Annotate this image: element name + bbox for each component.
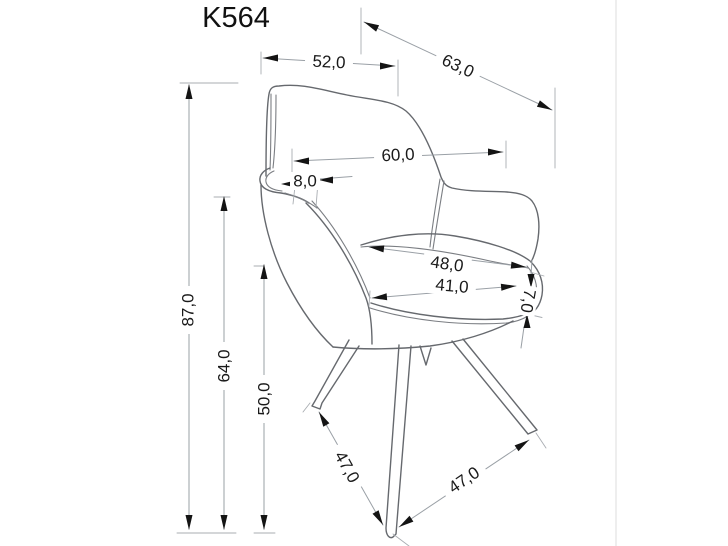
chair-legs (311, 338, 538, 539)
dim-7-tail-top (530, 259, 533, 276)
arrow-60-right (488, 148, 503, 156)
arrow-47-left-bottom (372, 510, 383, 525)
dim-label-60: 60,0 (373, 144, 423, 166)
arrow-48-right (510, 261, 526, 269)
dim-label-47-left: 47,0 (327, 441, 367, 493)
label-bg (179, 286, 197, 334)
arrow-87-top (185, 84, 193, 99)
chair-shell-bottom-rim (332, 320, 514, 350)
dimension-lines (188, 21, 553, 530)
chair-front-left-leg (311, 339, 360, 410)
arrow-7-top (527, 274, 535, 288)
chair-shell-left-edge (260, 184, 334, 348)
chair-left-edge-seam-2 (272, 94, 277, 169)
ext-47-center-foot (392, 533, 410, 546)
label-bg (432, 47, 484, 85)
dim-label-50: 50,0 (255, 375, 274, 423)
arrow-48-left (369, 245, 385, 253)
label-bg (255, 375, 273, 423)
dim-label-64: 64,0 (215, 342, 234, 390)
arrow-41-right (500, 283, 516, 291)
chair-seat-bottom-piping-1 (370, 302, 527, 321)
dim-value-total-height: 87,0 (179, 293, 198, 326)
dim-value-armrest-thickness: 8,0 (293, 172, 317, 191)
dim-label-48: 48,0 (421, 251, 473, 277)
label-bg (439, 459, 489, 501)
dim-label-87: 87,0 (179, 286, 198, 334)
arrow-63-right (536, 100, 552, 110)
arrow-8-right (319, 176, 333, 184)
arrow-47-left-top (319, 412, 330, 427)
label-bg (290, 172, 320, 190)
extension-lines (176, 7, 556, 546)
chair-backrest-outline (265, 84, 540, 263)
dim-label-63: 63,0 (432, 47, 484, 85)
arrow-64-bottom (220, 515, 228, 530)
dim-value-seat-cushion-thickness: 7,0 (517, 288, 540, 315)
label-bg (373, 144, 423, 166)
dim-label-41: 41,0 (427, 274, 477, 298)
page-title: K564 (202, 2, 270, 34)
arrow-52-left (263, 54, 278, 62)
label-bg (327, 441, 367, 493)
label-bg (516, 284, 540, 318)
dimensions: 52,0 63,0 60,0 8,0 48,0 41,0 (176, 7, 556, 546)
label-bg (421, 251, 473, 277)
arrow-47-right-left (399, 515, 414, 527)
chair-seat-bottom-piping-2 (369, 307, 529, 325)
arrow-52-right (380, 62, 395, 70)
dim-label-47-right: 47,0 (439, 459, 489, 501)
chair-left-armrest-front-1 (305, 202, 373, 345)
dim-value-seat-depth-inner: 41,0 (435, 275, 470, 297)
ext-47-right-foot (535, 432, 547, 449)
ext-47-left-foot (302, 402, 311, 413)
arrow-64-top (220, 196, 228, 211)
dim-value-armrest-height: 64,0 (215, 349, 234, 382)
dimension-labels: 52,0 63,0 60,0 8,0 48,0 41,0 (179, 47, 540, 501)
arrow-87-bottom (185, 515, 193, 530)
chair-front-right-leg (451, 338, 538, 435)
chair-left-armrest-curl-inner (265, 170, 283, 192)
label-bg (304, 51, 354, 73)
arrow-7-bottom (523, 314, 531, 328)
chair-right-wing-seam-1 (429, 178, 441, 248)
dim-7-tail-bottom (520, 326, 525, 349)
dim-label-7: 7,0 (516, 284, 540, 318)
dim-value-backrest-top-width: 52,0 (312, 52, 346, 73)
dimension-arrows (185, 22, 552, 530)
ext-41-left (368, 290, 371, 307)
dim-value-seat-height: 50,0 (255, 382, 274, 415)
dim-8-tail (318, 176, 353, 180)
ext-7-top (529, 271, 545, 277)
chair-rear-center-leg (419, 345, 432, 366)
arrow-50-top (260, 264, 268, 279)
dim-label-8: 8,0 (290, 172, 320, 191)
chair-left-armrest-front-2 (311, 200, 371, 299)
arrow-41-left (372, 293, 388, 301)
chair-right-wing-seam-2 (432, 180, 445, 250)
chair-left-edge-seam-1 (269, 93, 272, 171)
dim-label-52: 52,0 (304, 51, 354, 73)
dim-value-backrest-width: 60,0 (381, 145, 415, 165)
arrow-63-left (364, 22, 380, 32)
arrow-47-right-right (514, 440, 529, 452)
chair-left-armrest-seam (284, 192, 318, 209)
dim-value-seat-depth-outer: 48,0 (429, 252, 464, 275)
arrow-60-left (294, 157, 309, 165)
arrow-50-bottom (260, 515, 268, 530)
chair-seat-back-arc (360, 233, 531, 262)
chair-front-center-leg (385, 344, 412, 539)
label-bg (427, 274, 477, 298)
label-bg (215, 342, 233, 390)
